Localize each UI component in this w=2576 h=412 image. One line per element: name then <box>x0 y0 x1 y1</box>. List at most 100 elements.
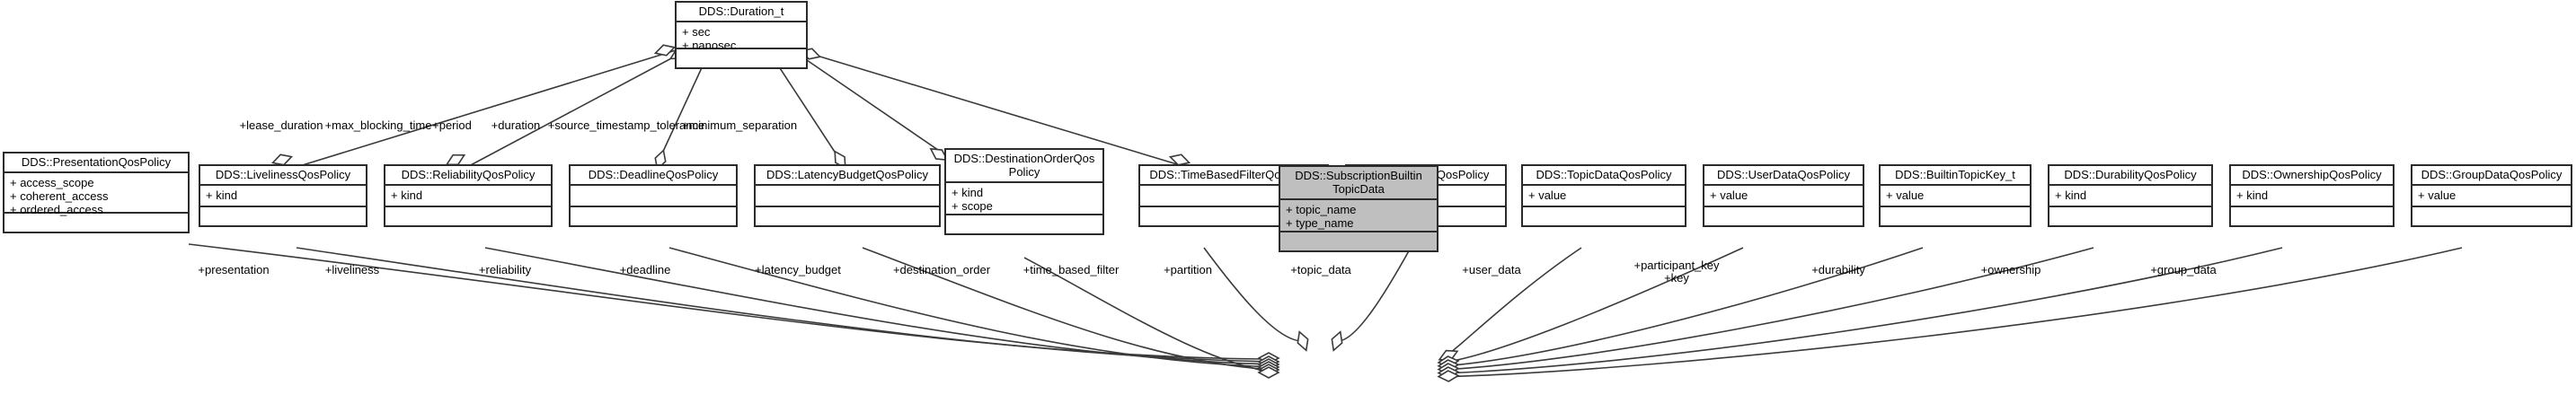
edge-line <box>484 247 1277 365</box>
edge-line <box>466 49 687 168</box>
class-box-durability[interactable]: DDS::DurabilityQosPolicy+ kind <box>2048 164 2213 227</box>
edge-label-presentation: +presentation <box>198 263 269 276</box>
edge-label-time_based_filter: +time_based_filter <box>1023 263 1120 276</box>
class-box-reliability[interactable]: DDS::ReliabilityQosPolicy+ kind <box>384 164 553 227</box>
class-box-deadline[interactable]: DDS::DeadlineQosPolicy <box>569 164 738 227</box>
association-group_data <box>1437 247 2463 382</box>
class-box-frame <box>384 164 553 227</box>
edges-layer <box>188 44 2463 382</box>
class-attribute: + kind <box>206 188 237 202</box>
edge-line <box>188 243 1277 360</box>
class-attribute: + value <box>1886 188 1924 202</box>
class-box-builtin_topic_key[interactable]: DDS::BuiltinTopicKey_t+ value <box>1879 164 2032 227</box>
class-name: DDS::DurabilityQosPolicy <box>2064 168 2197 181</box>
edge-line <box>1338 247 1412 342</box>
class-box-presentation[interactable]: DDS::PresentationQosPolicy+ access_scope… <box>3 152 190 233</box>
class-name: DDS::GroupDataQosPolicy <box>2421 168 2563 181</box>
class-box-group_data[interactable]: DDS::GroupDataQosPolicy+ value <box>2411 164 2572 227</box>
edge-line <box>792 49 953 161</box>
class-name: DDS::OwnershipQosPolicy <box>2242 168 2382 181</box>
association-presentation <box>188 243 1280 364</box>
class-name: DDS::DeadlineQosPolicy <box>589 168 719 181</box>
class-box-ownership[interactable]: DDS::OwnershipQosPolicy+ kind <box>2229 164 2395 227</box>
edge-line <box>1440 247 2283 374</box>
edge-line <box>1440 247 1744 364</box>
class-box-frame <box>1279 165 1438 252</box>
class-name: DDS::LatencyBudgetQosPolicy <box>766 168 928 181</box>
class-attribute: + kind <box>2055 188 2086 202</box>
class-name: DDS::TopicDataQosPolicy <box>1536 168 1672 181</box>
class-name: TopicData <box>1332 182 1385 196</box>
class-box-user_data[interactable]: DDS::UserDataQosPolicy+ value <box>1703 164 1864 227</box>
class-name: DDS::Duration_t <box>699 4 784 18</box>
class-box-frame <box>1521 164 1686 227</box>
class-attribute: + kind <box>952 186 983 199</box>
edge-line <box>668 247 1277 368</box>
class-box-frame <box>3 152 190 233</box>
class-box-latency_budget[interactable]: DDS::LatencyBudgetQosPolicy <box>754 164 941 227</box>
association-source_timestamp_tolerance <box>788 47 953 161</box>
class-box-frame <box>2048 164 2213 227</box>
class-name: DDS::TimeBasedFilterQosPolicy <box>1149 168 1318 181</box>
edge-line <box>655 49 711 168</box>
class-box-frame <box>675 1 808 69</box>
edge-labels-layer: +lease_duration+max_blocking_time+period… <box>198 118 2217 285</box>
class-box-frame <box>569 164 738 227</box>
class-box-frame <box>1879 164 2032 227</box>
edge-line <box>862 247 1277 371</box>
edge-label-period: +period <box>432 118 472 132</box>
class-boxes-layer: DDS::Duration_t+ sec+ nanosecDDS::Presen… <box>3 1 2572 252</box>
edge-label-max_blocking_time: +max_blocking_time <box>325 118 432 132</box>
association-lease_duration <box>296 44 677 168</box>
edge-label-user_data: +user_data <box>1462 263 1521 276</box>
class-box-frame <box>2411 164 2572 227</box>
edge-line <box>1023 257 1277 373</box>
class-attribute: + topic_name <box>1286 203 1356 216</box>
edge-label-deadline: +deadline <box>620 263 671 276</box>
class-name: DDS::BuiltinTopicKey_t <box>1895 168 2015 181</box>
class-attribute: + ordered_access <box>10 203 103 216</box>
class-attribute: + sec <box>682 25 711 39</box>
class-attribute: + coherent_access <box>10 189 109 203</box>
class-name: Policy <box>1009 165 1040 179</box>
association-destination_order <box>1023 257 1280 379</box>
class-box-frame <box>1703 164 1864 227</box>
edge-label-latency_budget: +latency_budget <box>755 263 841 276</box>
class-name: DDS::UserDataQosPolicy <box>1717 168 1851 181</box>
class-attribute: + scope <box>952 199 993 213</box>
edge-label-durability: +durability <box>1811 263 1865 276</box>
association-partition <box>1331 247 1412 352</box>
aggregation-diamond-icon <box>1168 153 1191 166</box>
edge-line <box>1440 247 1924 367</box>
edge-label-reliability: +reliability <box>479 263 532 276</box>
edge-label-source_timestamp_tolerance: +source_timestamp_tolerance <box>548 118 705 132</box>
class-attribute: + value <box>1528 188 1566 202</box>
aggregation-diamond-icon <box>1437 370 1460 382</box>
class-box-topic_data[interactable]: DDS::TopicDataQosPolicy+ value <box>1521 164 1686 227</box>
class-box-duration[interactable]: DDS::Duration_t+ sec+ nanosec <box>675 1 808 69</box>
aggregation-diamond-icon <box>1331 330 1343 352</box>
class-box-liveliness[interactable]: DDS::LivelinessQosPolicy+ kind <box>199 164 367 227</box>
class-box-frame <box>199 164 367 227</box>
class-box-frame <box>944 148 1104 235</box>
class-attribute: + kind <box>2236 188 2268 202</box>
class-attribute: + type_name <box>1286 216 1354 230</box>
edge-label-partition: +partition <box>1164 263 1212 276</box>
edge-line <box>1440 247 2094 371</box>
edge-label-participant_key: +participant_key <box>1633 259 1720 272</box>
class-box-frame <box>2229 164 2395 227</box>
edge-label-participant_key-second: +key <box>1664 271 1689 285</box>
edge-line <box>767 49 845 168</box>
aggregation-diamond-icon <box>270 153 294 166</box>
edge-label-duration: +duration <box>491 118 541 132</box>
association-time_based_filter <box>1203 247 1309 352</box>
class-name: DDS::DestinationOrderQos <box>954 152 1095 165</box>
edge-line <box>1203 247 1302 342</box>
class-name: DDS::SubscriptionBuiltin <box>1295 169 1422 182</box>
class-attribute: + value <box>1710 188 1748 202</box>
aggregation-diamond-icon <box>1297 330 1309 352</box>
